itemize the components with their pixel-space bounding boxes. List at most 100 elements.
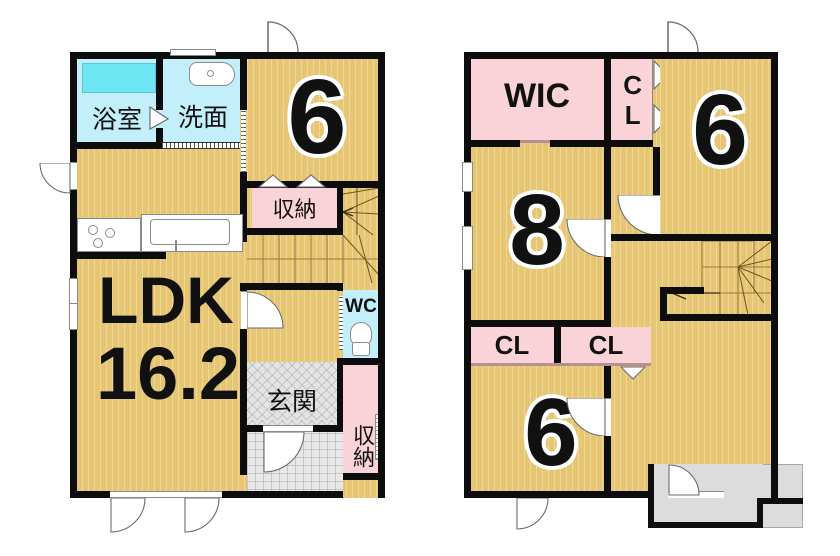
bathtub-icon <box>82 63 156 93</box>
kitchen-sink-icon <box>150 219 230 245</box>
wall-exterior-right-floor-1 <box>378 52 385 498</box>
wic-opening-threshold <box>520 140 550 143</box>
wall-exterior-left-a-floor-1 <box>70 52 77 162</box>
ldk-terrace-door-arc-left[interactable] <box>110 498 148 534</box>
wall-balcony-left <box>648 464 654 528</box>
kitchen-faucet-icon <box>175 240 177 251</box>
bath-door-icon[interactable] <box>148 105 170 131</box>
entrance-hall-tile <box>247 362 337 420</box>
vestibule-tile <box>247 432 343 498</box>
storage-upper-door-left-icon[interactable] <box>258 174 288 188</box>
wall-wc-left-top <box>337 283 343 291</box>
wall-room8-right-b <box>604 257 611 320</box>
wall-exterior-left-c-floor-1 <box>70 330 77 498</box>
wall-exterior-bottom-floor-2 <box>464 491 611 498</box>
ldk-side-door-jamb-a <box>70 162 77 163</box>
hall-door-opening <box>241 291 247 329</box>
room8-window-lower <box>462 226 473 270</box>
wall-balcony-bottom-a <box>648 522 763 528</box>
wall-room6-left-upper <box>240 58 247 110</box>
wall-hall-left-a <box>240 283 247 291</box>
wall-room6tr-left-a <box>653 147 660 195</box>
wall-wic-bottom-b <box>550 140 611 147</box>
front-door-jamb-a <box>263 425 313 426</box>
stair-winder-floor-1 <box>343 188 379 235</box>
room6b-door-opening <box>604 398 611 436</box>
cl-left-fill <box>470 327 554 363</box>
room6b-door-arc[interactable] <box>566 398 606 436</box>
room6-sliding-partition[interactable] <box>241 110 246 172</box>
wall-vestibule-bottom <box>240 491 343 498</box>
cl-right-door-b-icon[interactable] <box>620 366 646 380</box>
balcony-door-arc[interactable] <box>668 464 702 496</box>
room8-door-opening <box>604 219 611 257</box>
wall-vestibule-left <box>240 425 247 475</box>
vanity-drain-icon <box>207 70 214 77</box>
ldk-terrace-door-opening <box>110 491 222 498</box>
wall-exterior-left-a-floor-2 <box>464 52 471 162</box>
wall-vestibule-top-a <box>247 425 263 432</box>
room6-entry-door-arc-floor-1[interactable] <box>266 20 302 54</box>
room-6-tatami-floor-1 <box>247 58 379 181</box>
room6tr-inner-door-opening <box>653 195 660 235</box>
wall-stair-well-left <box>660 287 667 321</box>
wall-exterior-top-floor-1 <box>70 52 385 59</box>
wall-room6tr-left-gap <box>653 58 660 140</box>
toilet-tank-icon <box>352 342 370 356</box>
entrance-step <box>247 420 337 426</box>
stove-burner-3 <box>93 238 103 248</box>
hall-door-arc[interactable] <box>247 291 285 329</box>
wic-fill <box>470 58 604 140</box>
storage-upper-door-right-icon[interactable] <box>296 174 326 188</box>
wall-room6b-right-a <box>604 366 611 398</box>
storage-upper-fill <box>252 188 337 228</box>
cl-top-fill <box>611 58 653 140</box>
wall-exterior-left-c-floor-2 <box>464 268 471 498</box>
wall-cl-top-bottom <box>611 140 653 147</box>
wall-exterior-left-b-floor-2 <box>464 190 471 228</box>
ldk-side-door-arc[interactable] <box>38 163 71 195</box>
stair-flight-floor-1 <box>247 235 379 283</box>
wc-door-icon[interactable] <box>339 296 343 350</box>
room6b-door-jamb-a <box>604 398 611 399</box>
wall-storage-lower-bottom <box>343 473 379 480</box>
wall-hall-left-b <box>240 329 247 475</box>
washroom-sliding-door[interactable] <box>162 142 240 149</box>
ldk-terrace-jamb-a <box>110 491 222 492</box>
cl-top-door-track <box>652 58 653 140</box>
wall-exterior-left-b-floor-1 <box>70 190 77 278</box>
ldk-side-door-jamb-b <box>70 189 77 190</box>
room8-door-arc[interactable] <box>566 219 606 257</box>
washroom-window <box>170 49 216 56</box>
wall-bath-washroom-lower <box>156 128 163 142</box>
ldk-window-left <box>69 278 78 330</box>
wall-balcony-bottom-b <box>757 498 803 504</box>
stove-burner-2 <box>105 228 115 238</box>
wall-below-storage-upper <box>247 228 342 235</box>
room6tr-door-arc[interactable] <box>666 20 702 54</box>
ldk-terrace-door-arc-right[interactable] <box>184 498 222 534</box>
room6tr-inner-jamb-a <box>653 195 660 196</box>
wall-balcony-step <box>757 498 763 528</box>
wall-stair-well-bottom <box>660 314 772 321</box>
wall-between-cls <box>554 327 561 363</box>
room8-door-jamb-a <box>604 219 611 220</box>
wall-storage-lower-left <box>337 365 343 475</box>
storage-lower-fill <box>343 365 379 473</box>
wall-room8-right-a <box>604 147 611 219</box>
wall-below-room6tr <box>604 234 772 241</box>
wall-vestibule-top-b <box>313 425 343 432</box>
cl-right-fill <box>561 327 651 363</box>
ldk-side-door-opening <box>70 162 77 190</box>
front-door-arc[interactable] <box>263 432 305 474</box>
wall-below-room8 <box>470 320 611 327</box>
wall-wic-right <box>604 58 611 140</box>
cl-threshold-line <box>470 363 651 366</box>
front-door-opening <box>263 425 313 432</box>
wall-below-stairs-floor-1 <box>247 283 343 290</box>
wall-storage-upper-right <box>337 181 343 235</box>
wall-exterior-top-floor-2 <box>464 52 778 59</box>
room6b-window-arc[interactable] <box>516 498 550 531</box>
